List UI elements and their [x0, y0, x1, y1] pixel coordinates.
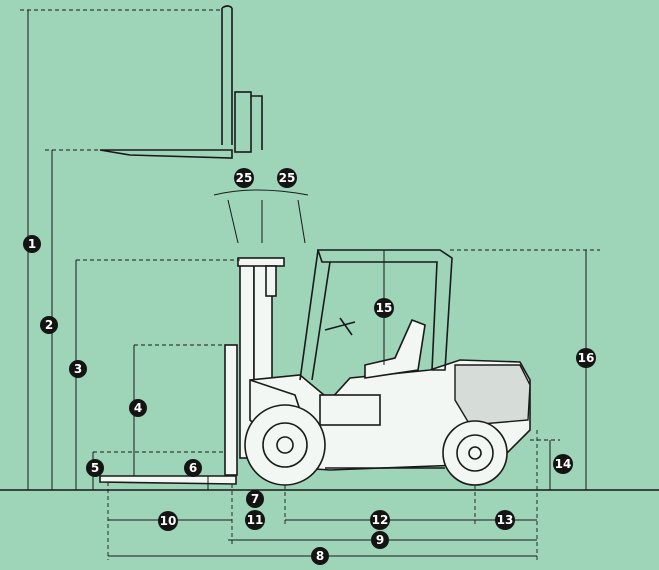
- svg-text:2: 2: [45, 318, 53, 332]
- callout-7: 7: [246, 490, 264, 508]
- fork-carriage: [224, 344, 238, 476]
- svg-text:15: 15: [376, 301, 393, 315]
- svg-text:14: 14: [555, 457, 572, 471]
- counterweight: [454, 364, 531, 426]
- svg-text:25: 25: [279, 171, 296, 185]
- mast-cylinder: [265, 265, 277, 297]
- operator-seat: [364, 318, 426, 379]
- forklift-illustration: [99, 249, 531, 486]
- callout-1: 1: [23, 235, 41, 253]
- svg-text:12: 12: [372, 513, 389, 527]
- rear-wheel-hub: [468, 446, 482, 460]
- raised-mast-outline: [99, 5, 263, 159]
- svg-text:25: 25: [236, 171, 253, 185]
- callout-6: 6: [184, 459, 202, 477]
- svg-text:8: 8: [316, 549, 324, 563]
- callout-16: 16: [576, 348, 596, 368]
- svg-text:11: 11: [247, 513, 264, 527]
- guard-front-post: [299, 249, 331, 381]
- tilt-cylinder: [249, 379, 301, 411]
- overhead-guard: [316, 249, 453, 371]
- steering-wheel: [324, 317, 356, 336]
- callout-25-left: 25: [234, 168, 254, 188]
- svg-text:4: 4: [134, 401, 142, 415]
- callout-13: 13: [495, 510, 515, 530]
- svg-text:5: 5: [91, 461, 99, 475]
- callout-15: 15: [374, 298, 394, 318]
- callout-12: 12: [370, 510, 390, 530]
- mast-crossbar: [237, 257, 285, 267]
- callout-14: 14: [553, 454, 573, 474]
- hood-panel: [319, 394, 381, 426]
- svg-text:3: 3: [74, 362, 82, 376]
- svg-text:6: 6: [189, 461, 197, 475]
- tilt-angle-indicator: [213, 189, 309, 244]
- callout-25-right: 25: [277, 168, 297, 188]
- callout-5: 5: [86, 459, 104, 477]
- callout-4: 4: [129, 399, 147, 417]
- front-wheel-hub: [276, 436, 294, 454]
- callout-8: 8: [311, 547, 329, 565]
- fork-blade: [99, 475, 237, 485]
- callout-9: 9: [371, 531, 389, 549]
- callout-3: 3: [69, 360, 87, 378]
- svg-text:13: 13: [497, 513, 514, 527]
- callout-2: 2: [40, 316, 58, 334]
- svg-text:9: 9: [376, 533, 384, 547]
- svg-text:7: 7: [251, 492, 259, 506]
- svg-text:16: 16: [578, 351, 595, 365]
- svg-text:1: 1: [28, 237, 36, 251]
- callout-10: 10: [158, 511, 178, 531]
- callout-11: 11: [245, 510, 265, 530]
- svg-text:10: 10: [160, 514, 177, 528]
